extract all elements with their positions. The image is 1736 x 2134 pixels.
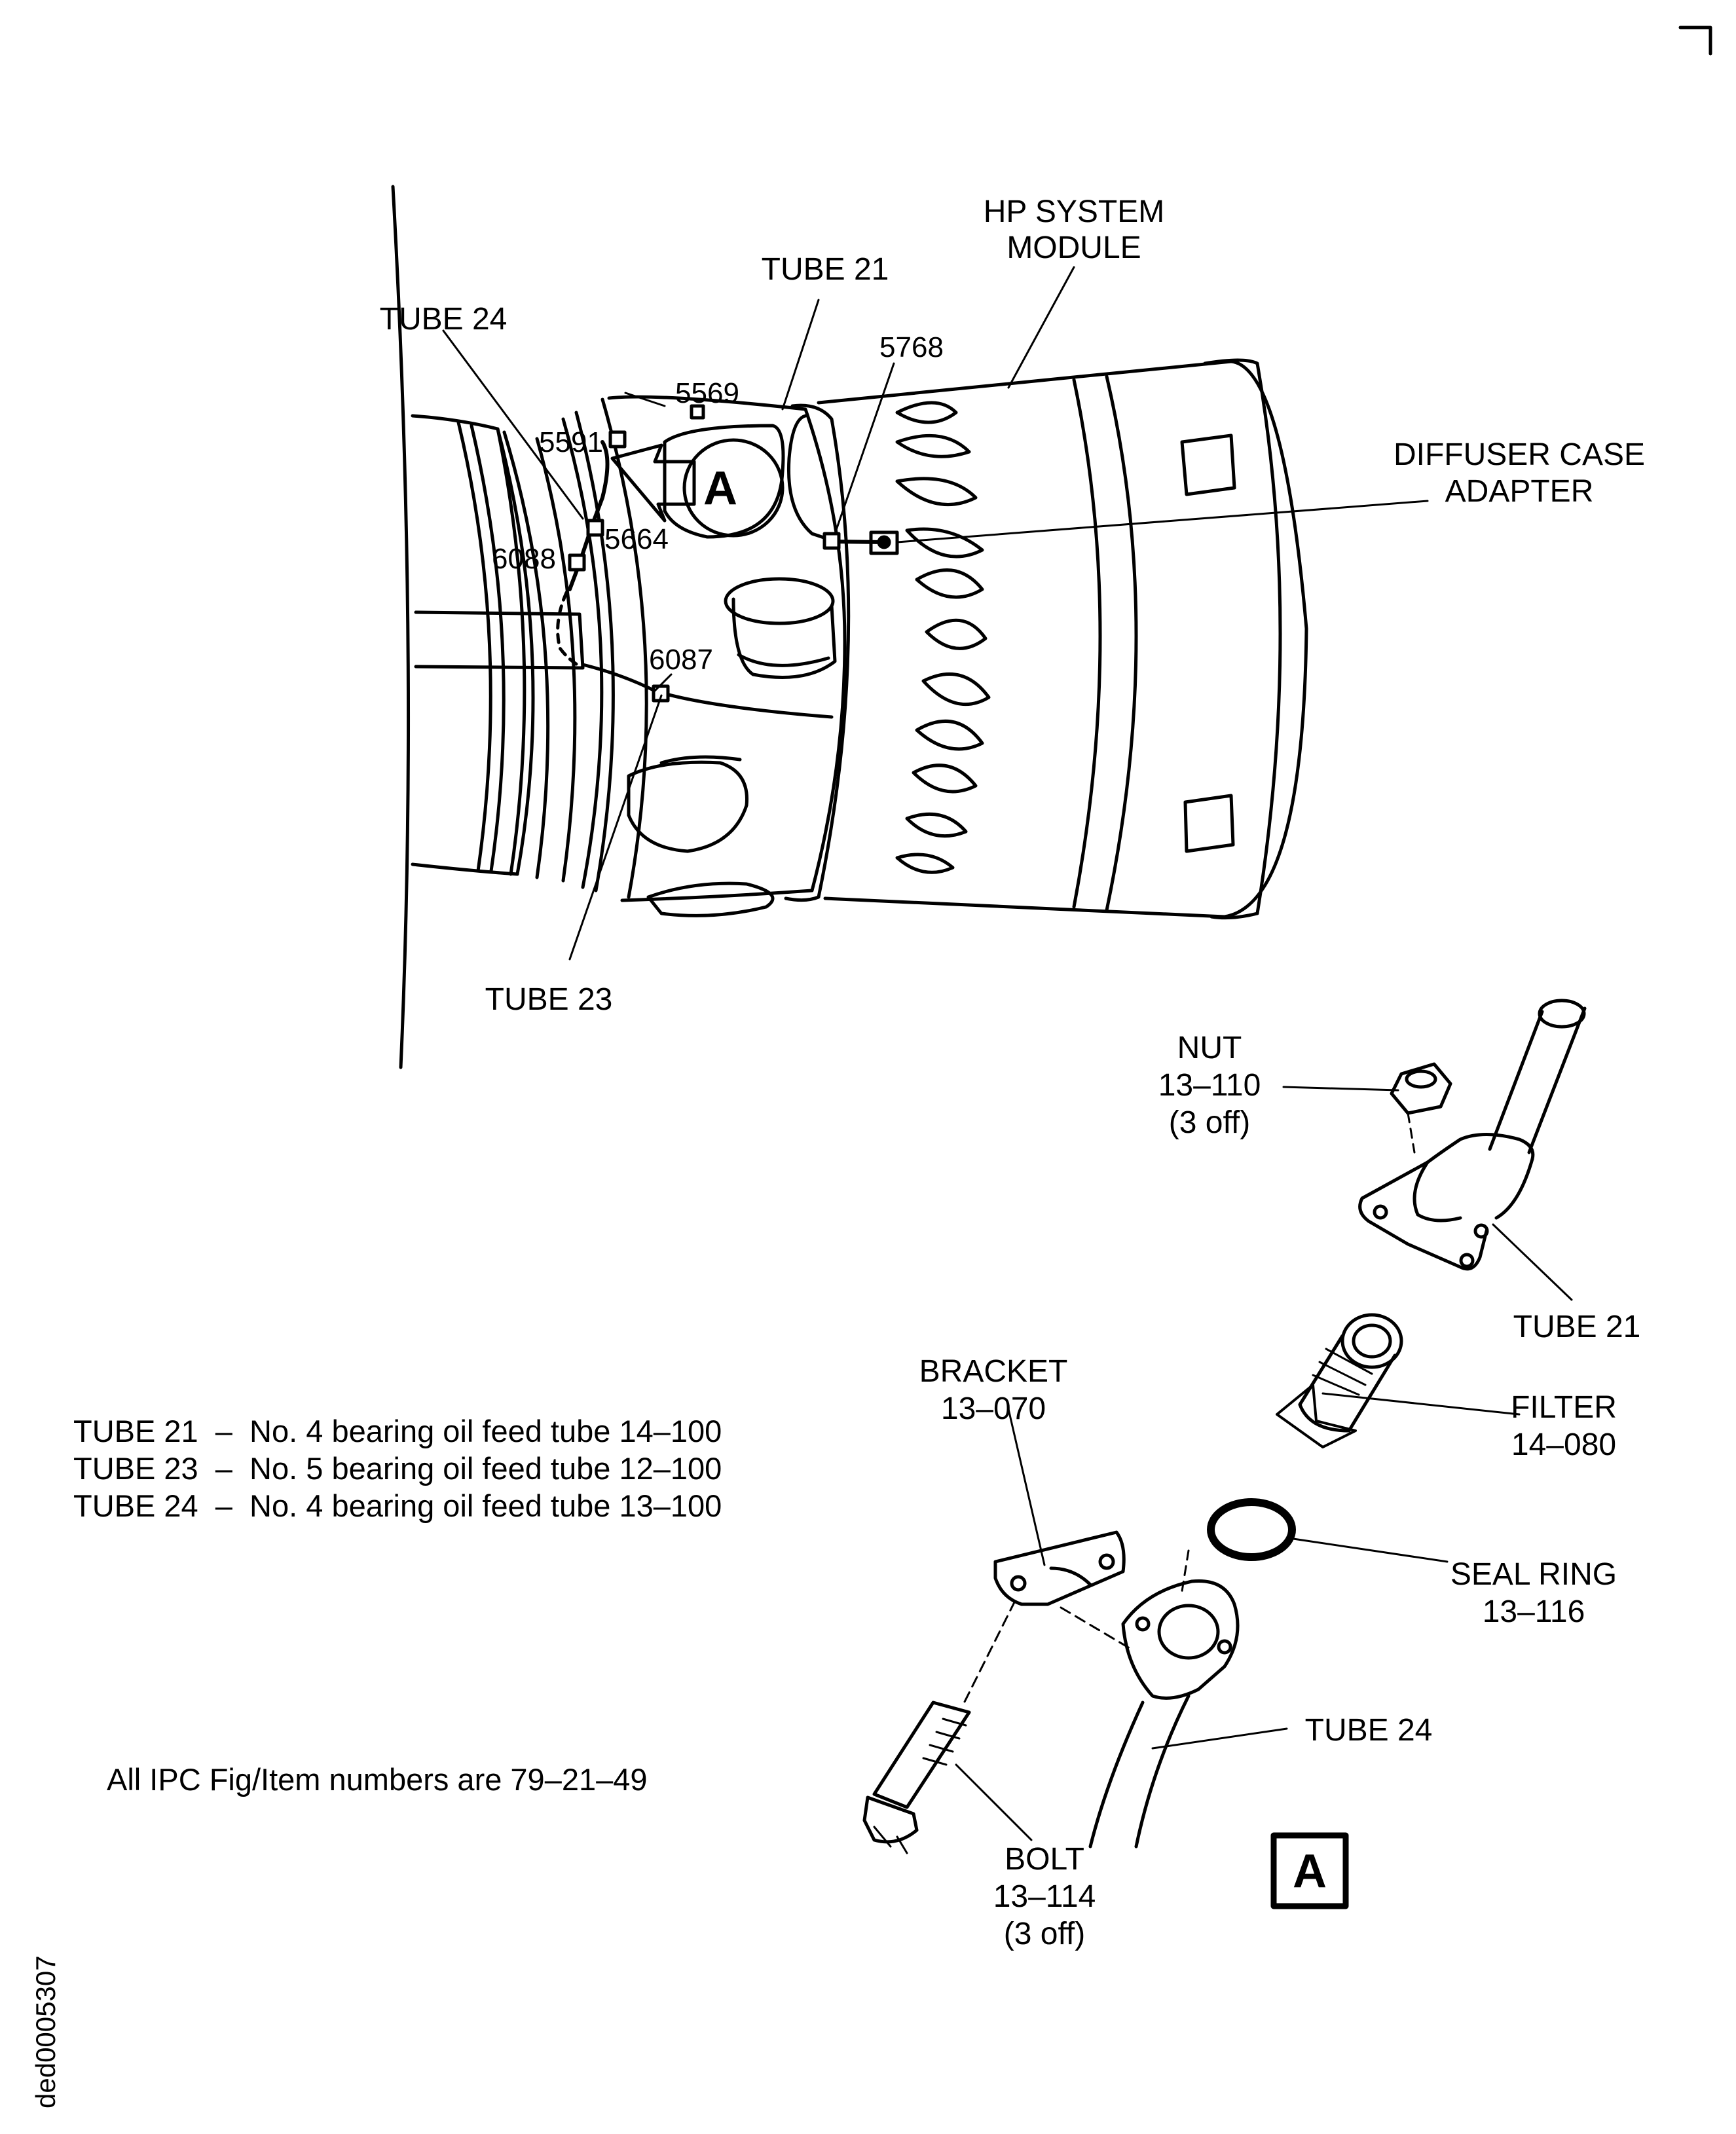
- label-hp-system-2: MODULE: [1007, 230, 1141, 265]
- ipc-note: All IPC Fig/Item numbers are 79–21–49: [107, 1762, 648, 1797]
- ref-6088: 6088: [492, 543, 556, 575]
- label-seal-ring: SEAL RING: [1450, 1557, 1617, 1592]
- label-tube-21-detail: TUBE 21: [1513, 1310, 1641, 1344]
- label-hp-system-1: HP SYSTEM: [984, 194, 1165, 229]
- ref-5591: 5591: [539, 426, 603, 458]
- label-tube-24-detail: TUBE 24: [1305, 1713, 1433, 1748]
- label-bracket-number: 13–070: [941, 1391, 1046, 1426]
- engine-casing: [411, 358, 1308, 920]
- detail-a-leaders: [955, 1086, 1573, 1841]
- label-bolt-number: 13–114: [993, 1879, 1096, 1914]
- ref-6087: 6087: [649, 644, 713, 676]
- label-filter: FILTER: [1511, 1390, 1617, 1425]
- label-tube-23: TUBE 23: [485, 982, 613, 1017]
- fan-case-edge: [391, 185, 411, 1069]
- label-diffuser-2: ADAPTER: [1445, 474, 1594, 509]
- label-nut-number: 13–110: [1158, 1068, 1261, 1103]
- label-tube-24-main: TUBE 24: [380, 302, 508, 337]
- label-bracket: BRACKET: [919, 1354, 1068, 1389]
- ref-5768: 5768: [879, 331, 944, 363]
- crop-mark: [1678, 26, 1712, 56]
- label-diffuser-1: DIFFUSER CASE: [1394, 437, 1645, 472]
- leader-lines: [442, 266, 1429, 961]
- label-nut: NUT: [1177, 1031, 1242, 1065]
- detail-a: [862, 999, 1587, 1909]
- legend-tube-23: TUBE 23 – No. 5 bearing oil feed tube 12…: [73, 1451, 722, 1486]
- ref-5664: 5664: [604, 523, 669, 555]
- label-seal-ring-number: 13–116: [1483, 1594, 1585, 1629]
- document-id: ded0005307: [30, 1955, 61, 2108]
- legend-tube-21: TUBE 21 – No. 4 bearing oil feed tube 14…: [73, 1414, 722, 1448]
- view-arrow-letter: A: [703, 462, 737, 515]
- label-filter-number: 14–080: [1511, 1427, 1616, 1462]
- view-box-letter: A: [1293, 1845, 1327, 1898]
- label-tube-21-main: TUBE 21: [762, 252, 889, 287]
- ref-5569: 5569: [675, 377, 739, 409]
- legend-tube-24: TUBE 24 – No. 4 bearing oil feed tube 13…: [73, 1488, 722, 1523]
- label-bolt: BOLT: [1005, 1842, 1084, 1877]
- label-bolt-qty: (3 off): [1004, 1917, 1086, 1951]
- label-nut-qty: (3 off): [1169, 1105, 1251, 1140]
